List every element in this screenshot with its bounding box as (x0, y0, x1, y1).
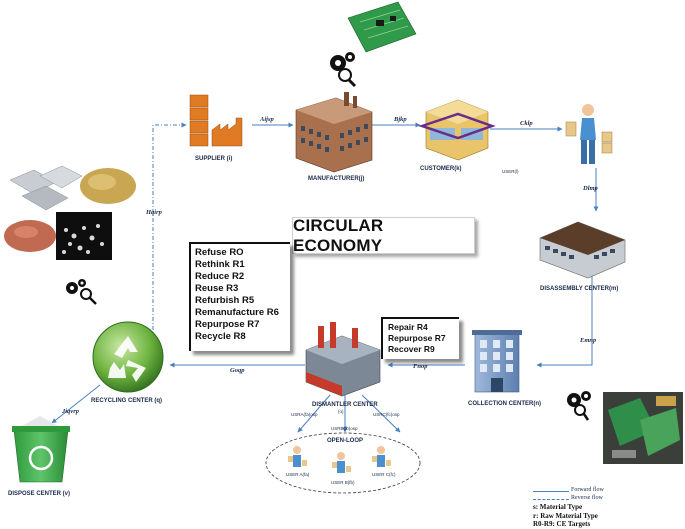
legend-note: R0-R9: CE Targets (533, 520, 591, 528)
dismantler-sub-label: (o) (338, 409, 344, 414)
dispose-bin-icon (12, 416, 70, 483)
flow-label-cklp: Cklp (520, 120, 533, 127)
recovery-item: Repair R4 (388, 322, 428, 332)
ce-target-item: Refuse RO (195, 247, 244, 258)
ce-target-item: Rethink R1 (195, 259, 245, 270)
disassembly-label: DISASSEMBLY CENTER(m) (540, 286, 618, 292)
raw-materials-image (4, 165, 136, 260)
e-waste-image (603, 392, 683, 464)
recovery-item: Repurpose R7 (388, 333, 446, 343)
dispose-label: DISPOSE CENTER (v) (8, 491, 70, 497)
flow-open-loop-a (297, 394, 331, 433)
flow-recycling-supplier (152, 122, 187, 330)
user-a-icon (288, 446, 307, 467)
supplier-label: SUPPLIER (i) (195, 156, 232, 162)
flow-label-bjkp: Bjkp (393, 116, 407, 123)
flow-recycling-dispose (51, 384, 101, 424)
flow-label-dlmp: Dlmp (582, 185, 599, 192)
legend-forward-flow: Forward flow (533, 487, 678, 495)
page-title: CIRCULAR ECONOMY (293, 215, 384, 255)
user-c-icon (372, 446, 391, 467)
recovery-item: Recover R9 (388, 344, 435, 354)
legend-note: s: Material Type (533, 503, 583, 511)
legend-note: r: Raw Material Type (533, 511, 598, 520)
ce-target-item: Refurbish R5 (195, 295, 255, 306)
ce-targets-box: Refuse RO Rethink R1 Reduce R2 Reuse R3 … (189, 242, 290, 351)
user-label: USER(l) (502, 169, 519, 174)
dismantler-label: DISMANTLER CENTER (312, 402, 378, 408)
ce-target-item: Recycle R8 (195, 331, 246, 342)
ce-target-item: Remanufacture R6 (195, 307, 279, 318)
flow-label-hqirp: Hqirp (145, 209, 163, 216)
flow-label-aijsp: Aijsp (259, 116, 274, 123)
legend: Forward flow Reverse flow s: Material Ty… (533, 487, 678, 529)
open-loop-boundary (265, 432, 421, 494)
user-a-label: USER A(fa) (286, 472, 310, 477)
circular-economy-title-box: CIRCULAR ECONOMY (292, 215, 475, 255)
circuit-board-image (347, 1, 417, 53)
legend-reverse-label: Reverse flow (571, 495, 603, 501)
disassembly-building-icon (539, 221, 626, 279)
flow-lines (51, 122, 599, 433)
open-loop-label: OPEN-LOOP (327, 438, 363, 444)
collection-label: COLLECTION CENTER(n) (468, 401, 541, 407)
gear-magnifier-icon-recycling (66, 279, 97, 305)
flow-label-goqp: Goqp (230, 367, 245, 374)
dismantler-factory-icon (305, 322, 381, 397)
user-person-icon (565, 104, 613, 164)
recovery-targets-box: Repair R4 Repurpose R7 Recover R9 (381, 317, 459, 359)
flow-open-loop-c (361, 394, 401, 433)
flow-label-jiqvrp: Jiqvrp (61, 408, 80, 415)
open-loop-flow-b-label: USRB(fb)osp (331, 426, 358, 431)
recycle-symbol-icon (108, 336, 146, 382)
flow-disassembly-collection (536, 272, 593, 368)
open-loop-flow-a-label: USRA(fa)osp (291, 412, 318, 417)
ce-target-item: Repurpose R7 (195, 319, 260, 330)
ce-target-item: Reduce R2 (195, 271, 245, 282)
manufacturer-building-icon (295, 92, 373, 173)
supplier-icon (189, 94, 243, 147)
flow-label-fnop: Fnop (413, 363, 428, 370)
ce-target-item: Reuse R3 (195, 283, 239, 294)
customer-store-icon (418, 99, 496, 161)
recycling-label: RECYCLING CENTER (q) (91, 398, 162, 404)
user-c-label: USER C(fc) (372, 472, 396, 477)
legend-forward-label: Forward flow (571, 487, 604, 493)
legend-reverse-flow: Reverse flow (533, 495, 678, 503)
gear-magnifier-icon-collection (567, 391, 591, 421)
open-loop-flow-c-label: USRC(fc)osp (373, 412, 400, 417)
flow-label-emnp: Emnp (579, 337, 597, 344)
user-b-icon (332, 452, 351, 473)
gear-magnifier-icon (330, 52, 357, 88)
recycling-center-icon (92, 321, 164, 393)
manufacturer-label: MANUFACTURER(j) (308, 176, 364, 182)
user-b-label: USER B(fb) (331, 480, 355, 485)
collection-building-icon (472, 330, 522, 393)
customer-label: CUSTOMER(k) (420, 166, 462, 172)
